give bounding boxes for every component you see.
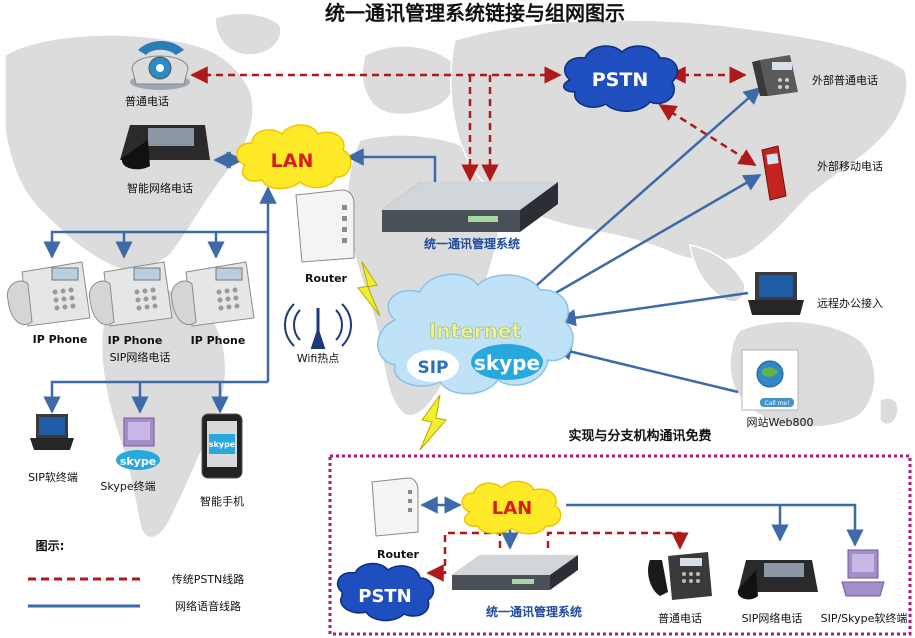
- lan-cloud-main: LAN: [236, 124, 352, 190]
- label-branch-softphone: SIP/Skype软终端: [821, 611, 908, 625]
- label-ip-phone-1: IP Phone: [33, 333, 88, 346]
- sip-softphone-laptop-icon: [30, 414, 74, 450]
- legend-voip-label: 网络语音线路: [175, 599, 241, 613]
- wifi-hotspot-icon: [284, 303, 352, 349]
- label-external-phone: 外部普通电话: [812, 73, 878, 87]
- branch-lan-label: LAN: [492, 498, 532, 519]
- label-remote-office: 远程办公接入: [817, 297, 883, 310]
- lan-label-main: LAN: [271, 150, 314, 172]
- label-branch-phone: 普通电话: [658, 611, 702, 625]
- branch-lan-cloud: LAN: [461, 480, 562, 535]
- pstn-lines: [190, 66, 757, 582]
- branch-desk-phone-icon: [648, 552, 712, 600]
- label-smartphone: 智能手机: [200, 494, 244, 508]
- label-ip-phone-2: IP Phone: [108, 334, 163, 347]
- branch-softphone-pc-icon: [841, 549, 885, 597]
- label-branch-server: 统一通讯管理系统: [486, 604, 582, 619]
- smartphone-skype-badge: skype: [209, 440, 236, 449]
- router-icon-main: [295, 189, 355, 263]
- classic-phone-icon: [130, 41, 190, 90]
- skype-badge-label: skype: [474, 351, 540, 375]
- internet-cloud: Internet SIP skype: [377, 273, 574, 395]
- pstn-label-main: PSTN: [592, 69, 648, 91]
- label-smart-desk-phone: 智能网络电话: [127, 181, 193, 195]
- label-ip-phone-3: IP Phone: [191, 334, 246, 347]
- label-external-mobile: 外部移动电话: [817, 159, 883, 173]
- legend-pstn-label: 传统PSTN线路: [172, 572, 245, 586]
- ip-phone-icon-3: [170, 261, 255, 327]
- label-branch-sip-phone: SIP网络电话: [742, 611, 803, 625]
- legend-title: 图示:: [36, 539, 65, 553]
- pstn-cloud-main: PSTN: [563, 45, 679, 112]
- remote-laptop-icon: [748, 272, 804, 315]
- server-rack-icon-main: [382, 182, 558, 232]
- lightning-icon-internet: [419, 394, 447, 451]
- ip-phone-icon-1: [6, 261, 91, 327]
- branch-server-rack-icon: [452, 555, 578, 590]
- branch-pstn-cloud: PSTN: [336, 562, 435, 622]
- label-website: 网站Web800: [747, 415, 814, 429]
- callme-badge-bg: [760, 398, 794, 407]
- callme-badge-text: Call me!: [764, 400, 789, 407]
- skype-badge-bubble: [471, 344, 543, 380]
- smart-desk-phone-icon: [120, 125, 210, 170]
- diagram-title: 统一通讯管理系统链接与组网图示: [325, 1, 625, 25]
- label-skype-terminal: Skype终端: [100, 479, 155, 493]
- label-phone-top-left: 普通电话: [125, 94, 169, 108]
- label-server-main: 统一通讯管理系统: [424, 236, 520, 251]
- smartphone-icon: skype: [201, 413, 243, 479]
- label-sip-phones-group: SIP网络电话: [110, 350, 171, 364]
- branch-router-icon: [371, 477, 419, 537]
- label-router-main: Router: [305, 272, 348, 285]
- external-phone-icon: [752, 55, 798, 96]
- branch-caption: 实现与分支机构通讯免费: [568, 428, 711, 444]
- label-wifi: Wifi热点: [297, 352, 340, 365]
- ip-phone-icon-2: [88, 261, 173, 327]
- internet-label: Internet: [429, 319, 521, 343]
- sip-badge-bubble: [407, 350, 459, 382]
- branch-office-frame: [328, 454, 912, 636]
- sip-badge-label: SIP: [417, 358, 448, 378]
- skype-terminal-badge: skype: [120, 455, 156, 468]
- skype-terminal-icon: skype: [116, 417, 160, 470]
- external-mobile-icon: [761, 145, 787, 201]
- branch-pstn-label: PSTN: [358, 586, 412, 607]
- lightning-icon-router: [357, 261, 381, 317]
- label-branch-router: Router: [377, 548, 420, 561]
- branch-sip-phone-icon: [737, 560, 818, 600]
- label-sip-softphone: SIP软终端: [28, 470, 78, 484]
